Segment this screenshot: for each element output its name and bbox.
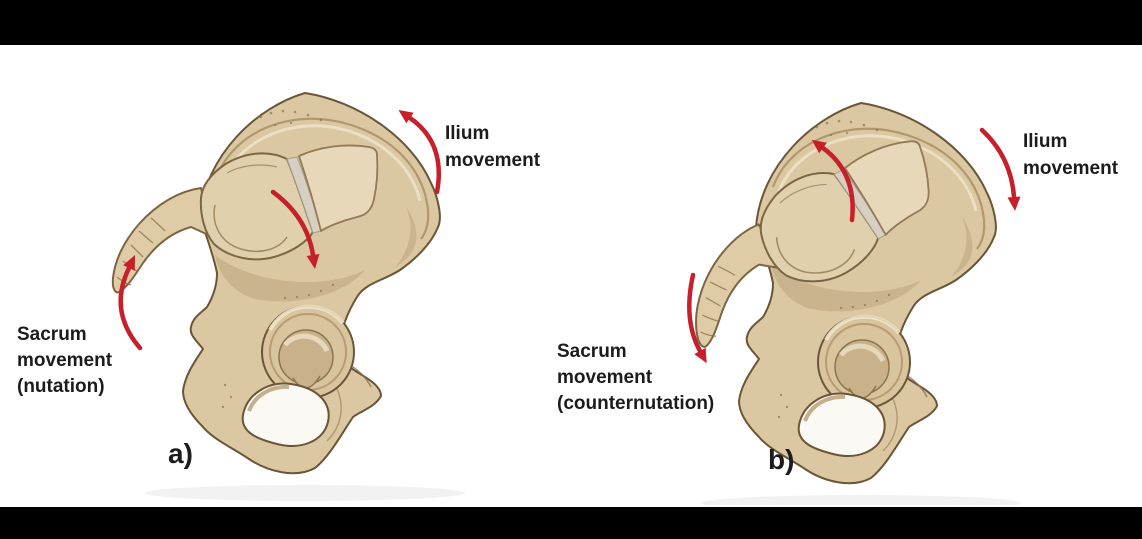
- sacrum-nutation-center-arrow-icon: [270, 189, 320, 269]
- sacrum-movement-up-arrow-icon: [118, 255, 143, 351]
- panel-b-caption: b): [768, 444, 795, 475]
- ilium-movement-down-arrow-icon: [979, 127, 1021, 211]
- ilium-movement-up-arrow-icon: [398, 110, 442, 195]
- ilium-movement-label-b: Ilium movement: [1023, 128, 1118, 182]
- panel-a-caption: a): [168, 438, 193, 469]
- ilium-label-line: Ilium: [445, 123, 490, 144]
- sacrum-counternutation-center-arrow-icon: [811, 139, 855, 223]
- sacrum-movement-down-arrow-icon: [687, 272, 707, 364]
- ilium-label-line: movement: [1023, 158, 1119, 179]
- ilium-label-line: Ilium: [1023, 131, 1068, 152]
- sacrum-label-line: movement: [557, 367, 653, 388]
- bottom-letterbox-bar: [0, 507, 1142, 539]
- sacrum-label-line: (nutation): [17, 376, 105, 397]
- pelvis-illustration-nutation: [111, 85, 465, 505]
- pelvis-illustration-counternutation: [661, 85, 1045, 505]
- sacrum-label-line: Sacrum: [17, 324, 87, 345]
- sacrum-movement-nutation-label: Sacrum movement (nutation): [17, 322, 112, 400]
- sacrum-label-line: movement: [17, 350, 113, 371]
- sacrum-label-line: Sacrum: [557, 341, 627, 362]
- ilium-movement-label-a: Ilium movement: [445, 120, 540, 174]
- sacrum-movement-counternutation-label: Sacrum movement (counternutation): [557, 339, 714, 417]
- ilium-label-line: movement: [445, 150, 541, 171]
- sacrum-label-line: (counternutation): [557, 393, 715, 414]
- top-letterbox-bar: [0, 0, 1142, 45]
